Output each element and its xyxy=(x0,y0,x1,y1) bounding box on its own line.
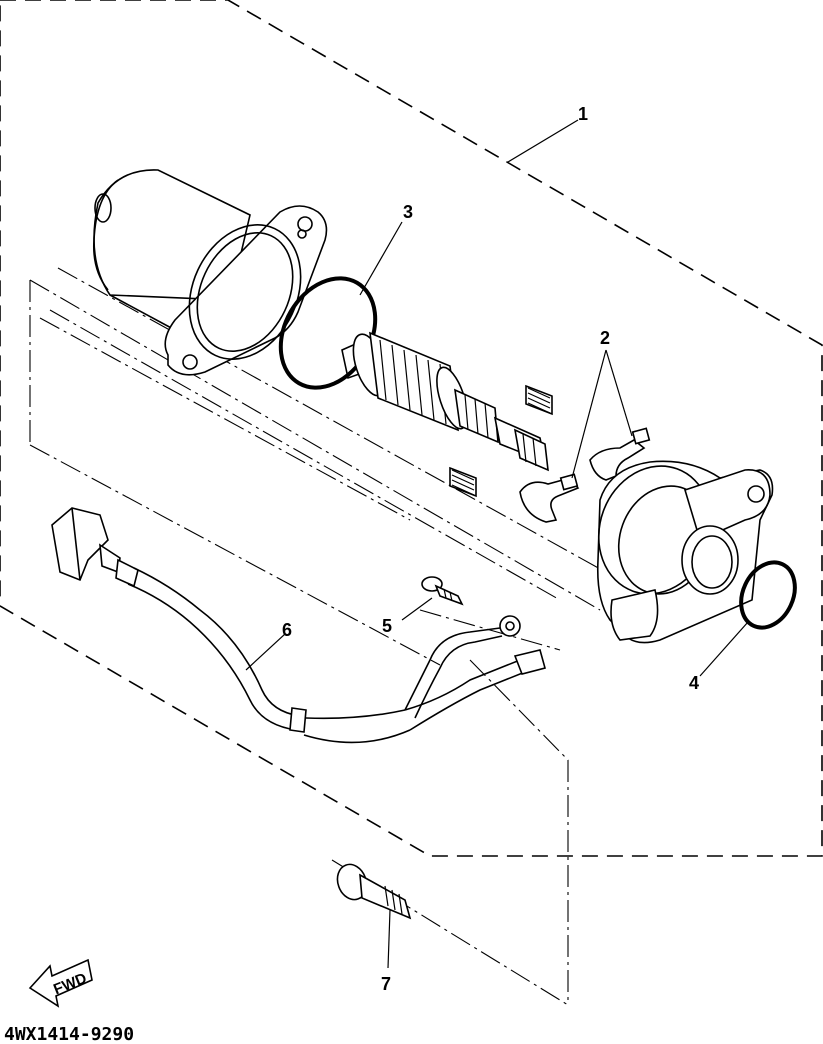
callout-2: 2 xyxy=(600,328,610,348)
callout-5: 5 xyxy=(382,616,392,636)
lead-wire-assembly xyxy=(51,507,546,744)
brush-clips xyxy=(519,427,651,523)
o-ring-rear xyxy=(739,560,797,630)
assembly-boundary xyxy=(0,0,823,857)
callout-3: 3 xyxy=(403,202,413,222)
callout-1: 1 xyxy=(578,104,588,124)
diagram-code: 4WX1414-9290 xyxy=(4,1024,134,1044)
callout-6: 6 xyxy=(282,620,292,640)
motor-housing xyxy=(92,169,328,376)
armature xyxy=(341,331,549,472)
brush-springs xyxy=(449,384,553,498)
fwd-arrow-icon: FWD xyxy=(28,958,93,1008)
callout-7: 7 xyxy=(381,974,391,994)
leader-lines xyxy=(245,119,749,969)
callout-4: 4 xyxy=(689,673,699,693)
bolt xyxy=(336,863,412,920)
alignment-lines xyxy=(29,267,621,1006)
end-cover xyxy=(596,460,774,644)
screw xyxy=(421,576,464,606)
